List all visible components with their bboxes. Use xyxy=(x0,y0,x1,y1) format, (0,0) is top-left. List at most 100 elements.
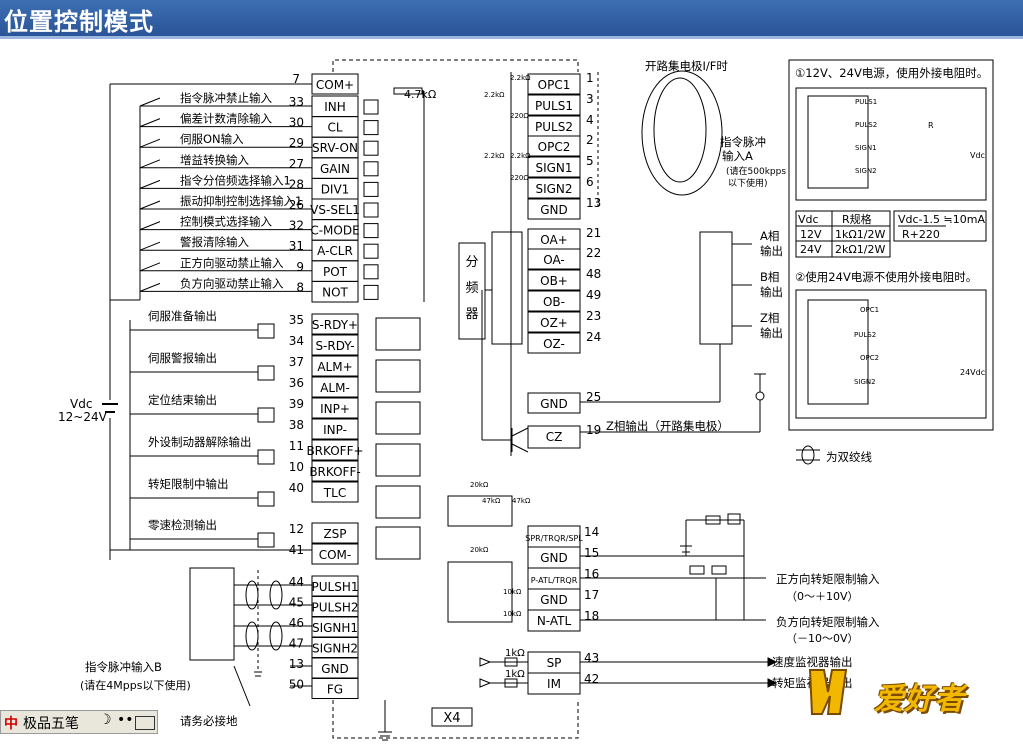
pin-name-oz-: OZ- xyxy=(543,337,565,351)
pin-number-34: 34 xyxy=(289,334,304,348)
pin-number-6: 6 xyxy=(586,175,594,189)
optocoupler-icon xyxy=(363,284,379,300)
pin-number-13: 13 xyxy=(586,196,601,210)
pin-name-com-plus: COM+ xyxy=(316,78,354,92)
output-optocoupler-icon xyxy=(375,485,421,519)
output-label: 外设制动器解除输出 xyxy=(148,435,252,449)
resistor-label: 47kΩ xyxy=(512,497,531,505)
pin-name-analog: N-ATL xyxy=(537,614,572,628)
ground-note: 请务必接地 xyxy=(180,714,238,728)
switch-contact xyxy=(139,262,161,272)
pin-name-vs-sel1: VS-SEL1 xyxy=(310,203,360,217)
analog-range: （0～＋10V） xyxy=(786,590,859,603)
mini-pin-label: SIGN2 xyxy=(854,378,876,386)
monitor-label: 速度监视器输出 xyxy=(772,655,853,669)
enclosure-top-dashed xyxy=(332,59,579,72)
switch-contact xyxy=(139,118,161,128)
pin-name-s-rdy-: S-RDY- xyxy=(315,339,354,353)
pin-name-pulsh2: PULSH2 xyxy=(312,601,359,615)
ime-name[interactable]: 极品五笔 xyxy=(23,716,79,732)
pin-name-brkoff-: BRKOFF- xyxy=(309,465,360,479)
pin-box-com- xyxy=(311,543,359,565)
mini-pin-label: SIGN2 xyxy=(855,167,877,175)
pulse-input-a-label: 指令脉冲 xyxy=(720,135,766,149)
pin-number-31: 31 xyxy=(289,239,304,253)
keyboard-icon[interactable] xyxy=(135,716,155,730)
switch-contact xyxy=(139,200,161,210)
pin-number-7: 7 xyxy=(292,72,300,86)
phase-output-label: A相 xyxy=(760,229,779,243)
resistor-label: 47kΩ xyxy=(482,497,501,505)
resistor-label: 1kΩ xyxy=(505,669,525,680)
pin-name-analog: SP xyxy=(547,656,562,670)
pulse-input-b-label: 指令脉冲输入B xyxy=(85,660,162,674)
pin-box-cz xyxy=(527,425,581,449)
pin-number-5: 5 xyxy=(586,154,594,168)
pin-box-oz- xyxy=(527,332,581,354)
pin-number-8: 8 xyxy=(296,280,304,294)
pin-name-analog: GND xyxy=(540,593,568,607)
table-cell: 1kΩ1/2W xyxy=(835,228,885,241)
analog-label: 正方向转矩限制输入 xyxy=(776,572,880,586)
resistor-label: 2.2kΩ xyxy=(484,152,505,160)
relay-icon xyxy=(257,532,275,548)
phase-output-label: 输出 xyxy=(760,326,783,340)
output-label: 零速检测输出 xyxy=(148,518,217,532)
open-collector-label: 开路集电极I/F时 xyxy=(645,59,728,73)
opamp-block xyxy=(447,561,513,623)
pin-box-brkoff- xyxy=(311,460,359,482)
pin-name-inp-: INP- xyxy=(323,423,347,437)
phase-output-label: B相 xyxy=(760,270,779,284)
pin-name-cz: CZ xyxy=(546,430,563,444)
pin-number-2: 2 xyxy=(586,133,594,147)
resistor-label: 220Ω xyxy=(510,174,529,182)
watermark-mark-icon xyxy=(808,669,848,715)
title-bar: 位置控制模式 xyxy=(0,0,1023,36)
pin-number-45: 45 xyxy=(289,596,304,610)
pin-name-tlc: TLC xyxy=(323,486,346,500)
optocoupler-icon xyxy=(363,264,379,280)
pin-name-sign1: SIGN1 xyxy=(535,161,572,175)
pin-name-puls1: PULS1 xyxy=(535,99,573,113)
input-label: 指令分倍频选择输入1 xyxy=(180,173,291,187)
pin-box-s-rdy+ xyxy=(311,313,359,335)
pin-number-39: 39 xyxy=(289,397,304,411)
r-label: R xyxy=(928,121,934,130)
pin-number-36: 36 xyxy=(289,376,304,390)
pin-name-ob-: OB- xyxy=(543,295,565,309)
resistor-label: 2.2kΩ xyxy=(510,152,531,160)
pin-box-puls1 xyxy=(527,94,581,116)
title-underline xyxy=(0,36,1023,39)
pin-number-11: 11 xyxy=(289,439,304,453)
pin-name-pot: POT xyxy=(323,265,348,279)
ime-logo-icon[interactable]: 中 xyxy=(4,716,18,732)
pin-number-22: 22 xyxy=(586,246,601,260)
moon-icon[interactable]: ☽ xyxy=(99,712,112,728)
mini-pin-label: SIGN1 xyxy=(855,144,877,152)
relay-icon xyxy=(257,365,275,381)
pin-name-fg: FG xyxy=(327,683,343,697)
pin-box-inp- xyxy=(311,418,359,440)
pin-name-analog: SPR/TRQR/SPL xyxy=(525,534,583,543)
pin-number-30: 30 xyxy=(289,116,304,130)
pin-number-49: 49 xyxy=(586,288,601,302)
pin-name-analog: GND xyxy=(540,551,568,565)
pin-number-47: 47 xyxy=(289,637,304,651)
pin-name-inp+: INP+ xyxy=(320,402,350,416)
pin-box-s-rdy- xyxy=(311,334,359,356)
pin-number-21: 21 xyxy=(586,226,601,240)
mini-circuit-box xyxy=(807,95,869,189)
pin-name-alm+: ALM+ xyxy=(317,360,352,374)
pulse-input-a-note: 以下使用) xyxy=(728,177,768,189)
input-label: 控制模式选择输入 xyxy=(180,215,272,229)
pin-number-27: 27 xyxy=(289,157,304,171)
punctuation-icon[interactable]: •• xyxy=(117,712,134,728)
input-label: 正方向驱动禁止输入 xyxy=(180,256,284,270)
pin-number-42: 42 xyxy=(584,672,599,686)
pin-number-32: 32 xyxy=(289,219,304,233)
relay-icon xyxy=(257,407,275,423)
switch-contact xyxy=(139,138,161,148)
ime-toolbar[interactable]: 中 极品五笔 ☽ •• xyxy=(0,710,158,734)
connector-x4-label: X4 xyxy=(443,711,460,726)
